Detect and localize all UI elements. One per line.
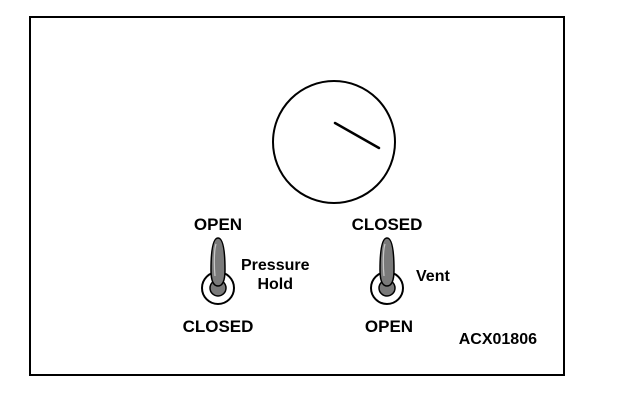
pressure-gauge: [272, 80, 396, 204]
pressure-hold-closed-label: CLOSED: [182, 317, 254, 336]
gauge-needle: [333, 121, 381, 150]
gauge-dial: [272, 80, 396, 204]
vent-lever-highlight: [382, 243, 386, 277]
vent-open-label: OPEN: [364, 317, 414, 336]
pressure-hold-name-line2: Hold: [257, 276, 294, 293]
vent-closed-label: CLOSED: [351, 215, 423, 234]
reference-code: ACX01806: [458, 331, 537, 348]
diagram-frame: OPEN Pressure Hold CLOSED CLOSED Vent OP…: [29, 16, 565, 376]
pressure-hold-lever-highlight: [213, 243, 217, 277]
pressure-hold-name: Pressure Hold: [241, 256, 310, 294]
pressure-hold-open-label: OPEN: [193, 215, 243, 234]
vent-lever[interactable]: [379, 237, 395, 287]
vent-name: Vent: [416, 268, 450, 285]
pressure-hold-valve[interactable]: [198, 236, 238, 308]
pressure-hold-lever[interactable]: [210, 237, 226, 287]
vent-valve[interactable]: [367, 236, 407, 308]
pressure-hold-name-line1: Pressure: [241, 257, 310, 274]
